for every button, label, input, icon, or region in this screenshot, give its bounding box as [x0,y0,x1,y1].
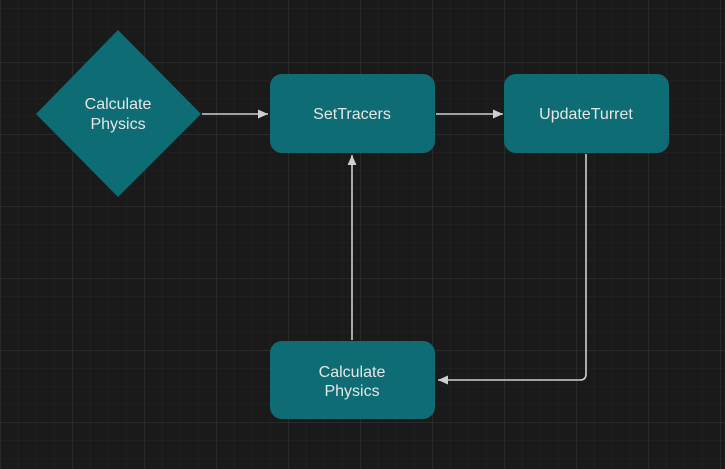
node-update-turret[interactable]: UpdateTurret [504,74,669,153]
update-turret-label: UpdateTurret [539,106,633,123]
calc-physics-box [270,341,435,419]
decision-label-line1: Calculate [85,96,152,113]
update-turret-box [504,74,669,153]
set-tracers-label: SetTracers [313,106,391,123]
node-calc-physics[interactable]: Calculate Physics [270,341,435,419]
node-set-tracers[interactable]: SetTracers [270,74,435,153]
decision-label-line2: Physics [90,116,145,133]
edge-updateturret-to-calcphysics[interactable] [438,154,587,385]
calc-physics-label-line2: Physics [324,383,379,400]
calc-physics-label-line1: Calculate [319,364,386,381]
decision-diamond-shape [36,30,201,197]
set-tracers-box [270,74,435,153]
node-decision[interactable]: Calculate Physics [36,30,201,197]
